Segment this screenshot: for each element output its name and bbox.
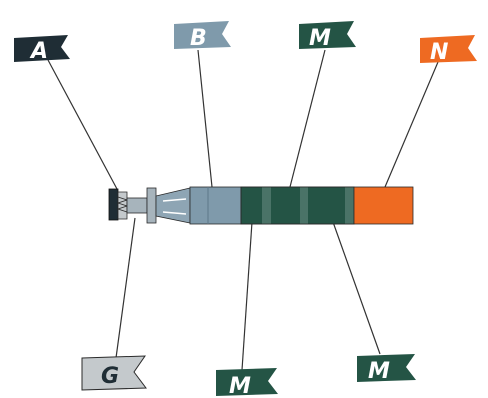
- boot-ridge-2: [162, 211, 187, 215]
- flag-a: A: [14, 35, 70, 64]
- latch-clip-g: [117, 191, 128, 220]
- flag-g-label: G: [101, 364, 119, 389]
- flag-m-bottom-right-shape: [357, 354, 416, 382]
- leader-line-m-bottom-right: [332, 221, 381, 355]
- connector-shaft: [126, 197, 148, 214]
- tapered-boot: [155, 187, 191, 224]
- flag-n-shape: [420, 35, 477, 63]
- flag-a-shape: [14, 35, 70, 62]
- end-cap-a: [108, 188, 119, 221]
- flag-n-label: N: [430, 40, 448, 65]
- leader-line-g: [115, 217, 136, 359]
- jacket-section-n: [353, 186, 414, 225]
- leader-line-m-bottom-left: [241, 221, 253, 371]
- connector-flange: [146, 187, 157, 224]
- green-band-2: [300, 187, 308, 224]
- flag-m-bottom-left-label: M: [229, 374, 251, 398]
- leader-line-m-top: [289, 49, 326, 188]
- jacket-section-b: [189, 186, 242, 225]
- green-band-3: [345, 187, 354, 224]
- green-band-1: [262, 187, 271, 224]
- flag-n: N: [420, 35, 477, 65]
- flag-m-bottom-left-shape: [216, 368, 278, 396]
- flag-b-shape: [174, 21, 231, 49]
- leader-lines: [47, 49, 439, 371]
- flag-a-label: A: [29, 39, 48, 64]
- jacket-section-m: [240, 186, 355, 225]
- flag-m-bottom-right: M: [357, 354, 416, 384]
- leader-line-a: [47, 59, 118, 190]
- flag-g: G: [81, 355, 147, 391]
- latch-zigzag: [116, 196, 129, 213]
- flag-m-bottom-right-label: M: [368, 359, 390, 384]
- flag-m-top-label: M: [309, 26, 331, 51]
- flag-m-top: M: [299, 21, 356, 51]
- leader-line-n: [384, 61, 439, 188]
- connector-assembly: [108, 186, 414, 225]
- flag-b-label: B: [190, 26, 207, 51]
- flag-g-shape: [81, 355, 147, 391]
- boot-ridge-1: [162, 198, 187, 202]
- flag-m-top-shape: [299, 21, 356, 49]
- flag-m-bottom-left: M: [216, 368, 278, 398]
- flag-b: B: [174, 21, 231, 51]
- leader-line-b: [197, 49, 213, 188]
